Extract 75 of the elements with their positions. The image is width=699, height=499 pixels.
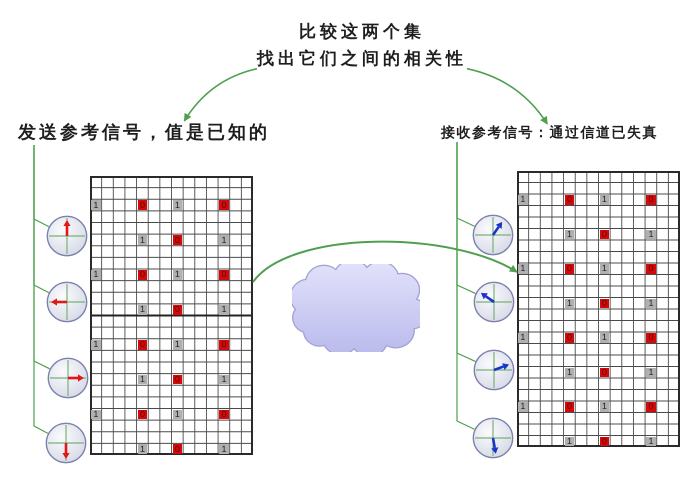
cloud bbox=[292, 264, 420, 352]
reference-symbol-cell: 1 bbox=[138, 444, 148, 454]
reference-symbol-cell: 0 bbox=[219, 410, 229, 420]
reference-symbol-cell: 0 bbox=[172, 235, 182, 245]
reference-symbol-cell: 1 bbox=[172, 410, 182, 420]
reference-symbol-cell: 1 bbox=[600, 264, 610, 274]
reference-symbol-cell: 1 bbox=[564, 298, 574, 308]
reference-symbol-cell: 1 bbox=[600, 195, 610, 205]
phasor-circle bbox=[473, 281, 515, 323]
reference-symbol-cell: 0 bbox=[600, 230, 610, 240]
reference-symbol-cell: 1 bbox=[564, 230, 574, 240]
arrow bbox=[184, 68, 258, 122]
reference-symbol-cell: 1 bbox=[600, 333, 610, 343]
arrow bbox=[252, 240, 518, 283]
reference-symbol-cell: 1 bbox=[646, 230, 656, 240]
reference-symbol-cell: 1 bbox=[172, 340, 182, 350]
reference-symbol-cell: 0 bbox=[564, 264, 574, 274]
panel-heading: 发送参考信号，值是已知的 bbox=[18, 121, 270, 145]
reference-symbol-cell: 1 bbox=[172, 270, 182, 280]
resource-grid bbox=[90, 176, 253, 455]
panel-heading: 接收参考信号：通过信道已失真 bbox=[441, 124, 658, 142]
leader-line bbox=[456, 142, 475, 430]
reference-symbol-cell: 1 bbox=[91, 200, 101, 210]
reference-symbol-cell: 1 bbox=[518, 333, 528, 343]
leader-line bbox=[33, 145, 48, 434]
reference-symbol-cell: 1 bbox=[600, 402, 610, 412]
reference-symbol-cell: 1 bbox=[219, 304, 229, 315]
reference-symbol-cell: 0 bbox=[564, 195, 574, 205]
reference-symbol-cell: 1 bbox=[91, 410, 101, 420]
reference-symbol-cell: 0 bbox=[646, 333, 656, 343]
reference-symbol-cell: 0 bbox=[219, 270, 229, 280]
reference-symbol-cell: 1 bbox=[138, 235, 148, 245]
phasor-circle bbox=[472, 214, 514, 256]
reference-symbol-cell: 1 bbox=[646, 436, 656, 446]
reference-symbol-cell: 0 bbox=[172, 374, 182, 384]
reference-symbol-cell: 0 bbox=[646, 402, 656, 412]
note-text: 比较这两个集找出它们之间的相关性 bbox=[257, 19, 467, 73]
reference-symbol-cell: 1 bbox=[219, 444, 229, 454]
reference-symbol-cell: 0 bbox=[172, 304, 182, 315]
reference-symbol-cell: 0 bbox=[646, 264, 656, 274]
reference-symbol-cell: 1 bbox=[518, 195, 528, 205]
reference-symbol-cell: 0 bbox=[600, 436, 610, 446]
reference-symbol-cell: 0 bbox=[564, 402, 574, 412]
reference-symbol-cell: 1 bbox=[646, 368, 656, 378]
reference-symbol-cell: 1 bbox=[172, 200, 182, 210]
reference-symbol-cell: 0 bbox=[219, 340, 229, 350]
phasor-circle bbox=[47, 357, 89, 399]
reference-symbol-cell: 0 bbox=[138, 200, 148, 210]
reference-symbol-cell: 1 bbox=[138, 374, 148, 384]
phasor-circle bbox=[473, 349, 515, 391]
reference-symbol-cell: 1 bbox=[91, 270, 101, 280]
reference-symbol-cell: 0 bbox=[138, 410, 148, 420]
phasor-circle bbox=[46, 215, 88, 257]
reference-symbol-cell: 1 bbox=[219, 374, 229, 384]
reference-symbol-cell: 1 bbox=[564, 368, 574, 378]
reference-symbol-cell: 1 bbox=[518, 402, 528, 412]
phasor-circle bbox=[45, 422, 87, 464]
reference-symbol-cell: 1 bbox=[219, 235, 229, 245]
reference-symbol-cell: 0 bbox=[600, 298, 610, 308]
resource-grid bbox=[517, 171, 680, 447]
reference-symbol-cell: 1 bbox=[646, 298, 656, 308]
reference-symbol-cell: 0 bbox=[600, 368, 610, 378]
reference-symbol-cell: 1 bbox=[518, 264, 528, 274]
reference-symbol-cell: 0 bbox=[172, 444, 182, 454]
reference-symbol-cell: 0 bbox=[564, 333, 574, 343]
reference-symbol-cell: 1 bbox=[91, 340, 101, 350]
phasor-circle bbox=[46, 281, 88, 323]
reference-symbol-cell: 0 bbox=[138, 340, 148, 350]
reference-symbol-cell: 0 bbox=[219, 200, 229, 210]
phasor-circle bbox=[472, 417, 514, 459]
reference-symbol-cell: 1 bbox=[564, 436, 574, 446]
reference-symbol-cell: 0 bbox=[138, 270, 148, 280]
reference-symbol-cell: 1 bbox=[138, 304, 148, 315]
reference-symbol-cell: 0 bbox=[646, 195, 656, 205]
arrow bbox=[466, 68, 548, 125]
